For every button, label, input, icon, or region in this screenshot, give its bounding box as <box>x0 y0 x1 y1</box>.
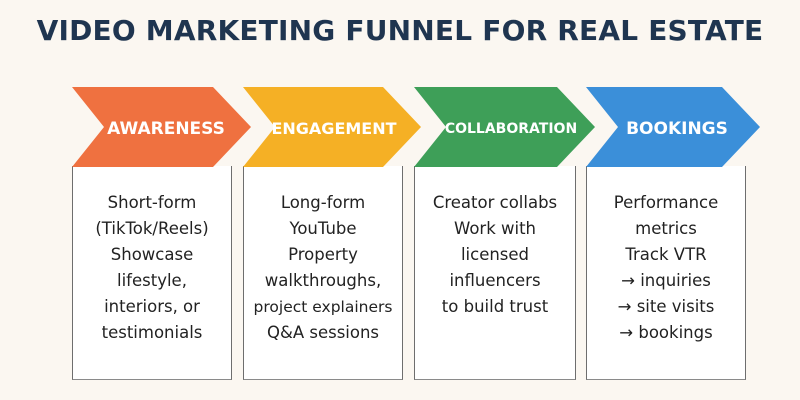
awareness-line: testimonials <box>101 323 203 342</box>
engagement-line: walkthroughs, <box>264 271 382 290</box>
awareness-line: lifestyle, <box>117 271 187 290</box>
awareness-line: Short-form <box>107 193 197 212</box>
bookings-card <box>586 166 746 380</box>
collaboration-line: influencers <box>449 271 541 290</box>
collaboration-chevron <box>414 87 595 167</box>
collaboration-line: to build trust <box>441 297 549 316</box>
bookings-chevron <box>586 87 760 167</box>
engagement-card <box>243 166 403 380</box>
awareness-line: interiors, or <box>104 297 200 316</box>
bookings-line: → bookings <box>619 323 713 342</box>
engagement-line: Q&A sessions <box>266 323 380 342</box>
bookings-label: BOOKINGS <box>626 119 728 139</box>
bookings-line: Performance <box>613 193 719 212</box>
bookings-line: Track VTR <box>625 245 707 264</box>
engagement-line: YouTube <box>289 219 357 238</box>
collaboration-card <box>414 166 576 380</box>
bookings-line: metrics <box>635 219 697 238</box>
awareness-line: (TikTok/Reels) <box>95 219 209 238</box>
collaboration-description: Creator collabs Work with licensed influ… <box>414 190 576 320</box>
awareness-chevron <box>72 87 251 167</box>
engagement-description: Long-form YouTube Property walkthroughs,… <box>243 190 403 346</box>
collaboration-line: licensed <box>460 245 530 264</box>
bookings-line: → inquiries <box>621 271 711 290</box>
awareness-label: AWARENESS <box>107 119 225 139</box>
diagram-title: VIDEO MARKETING FUNNEL FOR REAL ESTATE <box>36 14 764 47</box>
collaboration-line: Creator collabs <box>432 193 558 212</box>
engagement-line: Property <box>288 245 358 264</box>
engagement-chevron <box>243 87 421 167</box>
collaboration-label: COLLABORATION <box>445 121 577 137</box>
engagement-label: ENGAGEMENT <box>271 119 396 138</box>
collaboration-line: Work with <box>453 219 537 238</box>
awareness-line: Showcase <box>110 245 194 264</box>
engagement-line: project explainers <box>253 298 393 316</box>
awareness-description: Short-form (TikTok/Reels) Showcase lifes… <box>72 190 232 346</box>
bookings-line: → site visits <box>617 297 715 316</box>
engagement-line: Long-form <box>280 193 366 212</box>
awareness-card <box>72 166 232 380</box>
bookings-description: Performance metrics Track VTR → inquirie… <box>586 190 746 346</box>
